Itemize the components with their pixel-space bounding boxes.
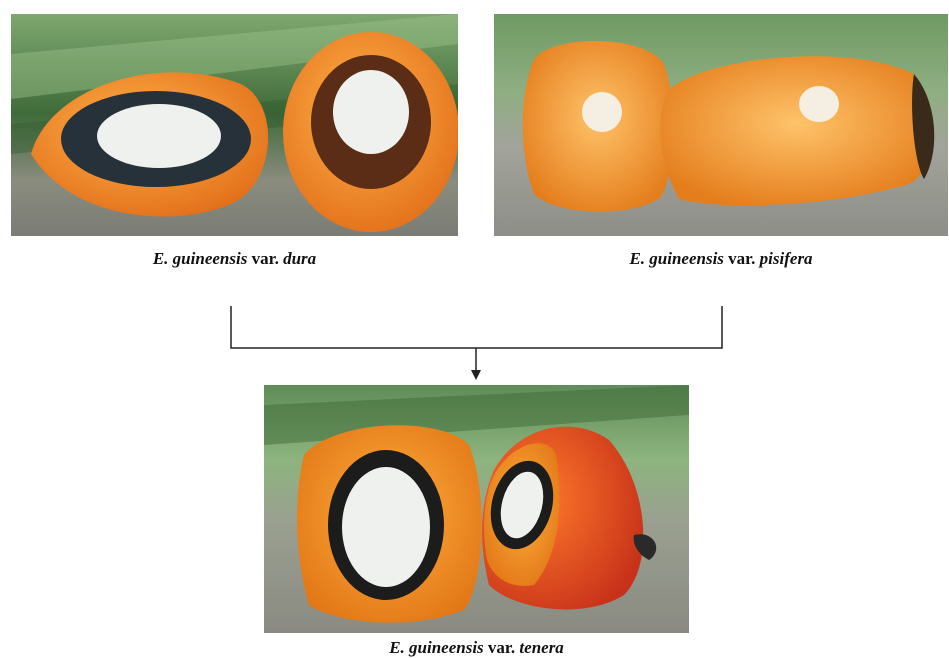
cross-bracket bbox=[231, 306, 722, 348]
tenera-caption: E. guineensis var. tenera bbox=[264, 638, 689, 658]
tenera-fruit-photo bbox=[264, 385, 689, 633]
tenera-fruit-left-half bbox=[297, 425, 482, 622]
offspring-arrowhead bbox=[471, 370, 481, 380]
